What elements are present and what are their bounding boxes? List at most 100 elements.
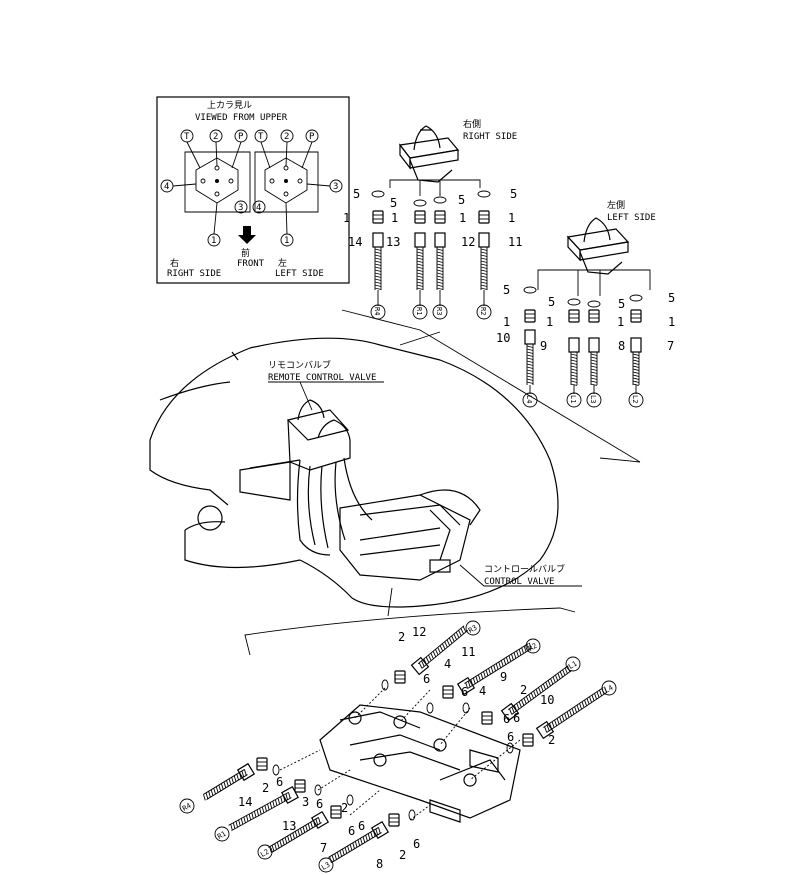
inset-port-labels: T 2 P T 2 P: [180, 129, 319, 143]
right-side-valve-group: 右側 RIGHT SIDE: [389, 118, 517, 196]
lower-callout-label: 6: [358, 819, 365, 833]
right-o-ring-label: 5: [390, 196, 397, 210]
left-hose-label: 8: [618, 339, 625, 353]
lower-end-tag: L1: [565, 656, 581, 672]
inset-right-jp: 右: [170, 257, 179, 269]
lower-end-tag: R1: [214, 826, 230, 842]
left-end-tag-text: L1: [569, 395, 577, 403]
inset-title-en: VIEWED FROM UPPER: [195, 113, 288, 123]
lower-adapter-icon: [388, 813, 400, 827]
lower-end-tag-text: L4: [603, 684, 614, 695]
right-end-tag-text: R4: [373, 307, 381, 315]
lower-callout-label: 2: [341, 801, 348, 815]
lower-adapter-icon: [256, 757, 268, 771]
o-ring-icon: [477, 190, 491, 198]
o-ring-icon: [523, 286, 537, 294]
remote-valve-title-en: REMOTE CONTROL VALVE: [268, 373, 376, 383]
left-o-ring-label: 5: [503, 283, 510, 297]
right-hose-label: 12: [461, 235, 475, 249]
right-hose-label: 11: [508, 235, 522, 249]
lower-hose-icon: [203, 762, 256, 801]
inset-viewed-from-upper: 上カラ見ル VIEWED FROM UPPER T 2 P T 2 P: [156, 96, 350, 284]
port-label: P: [309, 132, 315, 142]
lower-adapter-icon: [330, 805, 342, 819]
inset-side-number: 1: [211, 236, 216, 246]
right-end-tag-text: R2: [479, 307, 487, 315]
lower-callout-label: 10: [540, 693, 554, 707]
inset-side-number: 4: [164, 182, 169, 192]
right-end-tag-text: R3: [435, 307, 443, 315]
inset-side-number: 3: [333, 182, 338, 192]
lower-hose-icon: [535, 686, 607, 740]
lower-adapter-icon: [394, 670, 406, 684]
left-hose-label: 9: [540, 339, 547, 353]
control-valve-assembly: [339, 489, 481, 581]
lower-callout-label: 6: [461, 685, 468, 699]
lower-hose-icon: [268, 810, 330, 853]
lower-callout-label: 2: [548, 733, 555, 747]
lower-end-tag: L4: [601, 680, 617, 696]
lower-callout-label: 7: [320, 841, 327, 855]
control-valve-title-en: CONTROL VALVE: [484, 577, 554, 587]
lower-callout-label: 6: [413, 837, 420, 851]
lower-end-tag-text: R3: [467, 624, 478, 635]
control-valve-title-jp: コントロールバルブ: [484, 563, 565, 575]
lower-end-tag-text: R2: [527, 642, 538, 653]
lower-adapter-icon: [294, 779, 306, 793]
inset-side-number: 3: [238, 203, 243, 213]
port-label: P: [238, 132, 244, 142]
remote-control-valve-assembly: [286, 399, 373, 556]
right-end-tag: R2: [476, 304, 492, 320]
right-o-ring-label: 5: [458, 193, 465, 207]
right-hose-label: 13: [386, 235, 400, 249]
right-end-tag: R4: [370, 304, 386, 320]
lower-end-tag-text: R4: [181, 802, 192, 813]
right-adapter-label: 1: [343, 211, 350, 225]
front-arrow-icon: [238, 226, 256, 244]
inset-side-number: 1: [284, 236, 289, 246]
left-adapter-icon: [588, 309, 600, 323]
left-adapter-icon: [630, 309, 642, 323]
right-o-ring-label: 5: [353, 187, 360, 201]
right-adapter-label: 1: [508, 211, 515, 225]
left-adapter-icon: [568, 309, 580, 323]
left-o-ring-label: 5: [548, 295, 555, 309]
inset-arrow-en: FRONT: [237, 259, 265, 269]
inset-title-jp: 上カラ見ル: [207, 100, 252, 111]
lower-callout-label: 6: [348, 824, 355, 838]
left-hose-icon: [588, 337, 600, 386]
lower-callout-label: 6: [423, 672, 430, 686]
left-hose-label: 10: [496, 331, 510, 345]
lower-end-tag: R2: [525, 638, 541, 654]
lower-adapter-icon: [442, 685, 454, 699]
lower-leader-lines: [279, 687, 521, 821]
right-adapter-icon: [414, 210, 426, 224]
lower-callout-label: 4: [444, 657, 451, 671]
lower-callout-label: 2: [399, 848, 406, 862]
remote-valve-title-jp: リモコンバルブ: [268, 359, 331, 371]
inset-side-number: 4: [256, 203, 261, 213]
lower-callout-label: 12: [412, 625, 426, 639]
lower-callout-label: 2: [262, 781, 269, 795]
left-adapter-label: 1: [546, 315, 553, 329]
right-end-tag-text: R1: [415, 307, 423, 315]
o-ring-icon: [629, 294, 643, 302]
lower-hose-icon: [500, 665, 573, 722]
lower-end-tag: L2: [257, 844, 273, 860]
lower-callout-label: 3: [302, 795, 309, 809]
lower-callout-label: 6: [503, 712, 510, 726]
lower-callout-label: 6: [316, 797, 323, 811]
lower-end-tag: L3: [318, 857, 334, 873]
left-side-title-en: LEFT SIDE: [607, 213, 656, 223]
lower-control-valve-body: [319, 704, 521, 823]
right-hose-icon: [434, 232, 446, 290]
right-adapter-icon: [478, 210, 490, 224]
port-label: 2: [284, 132, 289, 142]
lower-callout-label: 6: [507, 730, 514, 744]
left-end-tag-text: L4: [525, 395, 533, 403]
right-adapter-icon: [434, 210, 446, 224]
inset-left-en: LEFT SIDE: [275, 269, 324, 279]
left-remote-valve-icon: [566, 217, 630, 275]
right-hose-icon: [414, 232, 426, 290]
right-side-title-en: RIGHT SIDE: [463, 132, 517, 142]
